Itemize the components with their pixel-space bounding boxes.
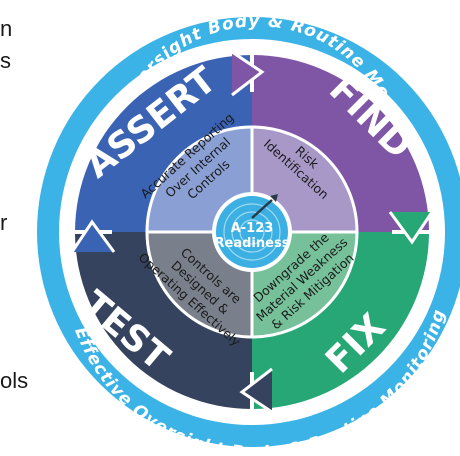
assert-arrow-tip <box>231 50 265 97</box>
side-text-fragment-2: s <box>0 48 11 73</box>
fix-arrow-tip <box>239 367 273 414</box>
dart-icon <box>251 194 278 219</box>
find-arrow-tip <box>388 211 434 245</box>
center-badge <box>216 196 288 268</box>
side-text-fragment-3: r <box>0 210 8 235</box>
test-arrow-tip <box>70 219 116 253</box>
target-icon <box>223 203 281 261</box>
side-text-fragment-4: ols <box>0 368 29 393</box>
center-subtitle: Readiness <box>215 236 290 251</box>
center-title: A-123 <box>231 221 274 236</box>
side-text-fragment-1: n <box>0 16 13 41</box>
